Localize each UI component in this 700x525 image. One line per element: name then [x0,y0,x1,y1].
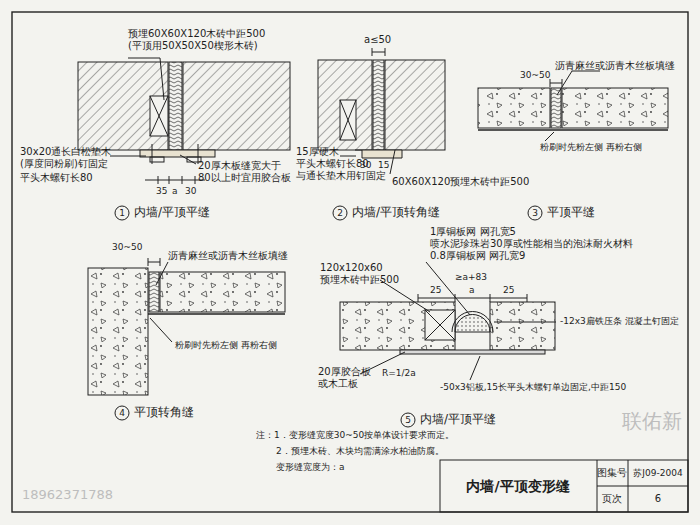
table-cell: 苏J09-2004 [633,469,682,478]
part-label: 15厚硬木 [296,146,339,158]
part-label: 0.8厚铜板网 网孔宽9 [430,250,525,262]
part-label: 20厚木板缝宽大于 [198,160,281,172]
table-cell: 图集号 [597,468,627,478]
dimension: ≥a+83 [455,272,487,282]
part-label: (厚度同粉刷)钉固定 [20,158,108,170]
dimension: 35 [156,186,167,196]
detail-caption: 内墙/平顶平缝 [420,413,496,427]
dimension: 25 [503,285,514,295]
note: 注：1．变形缝宽度30~50按单体设计要求而定。 [256,430,454,440]
part-label: 80以上时宜用胶合板 [198,172,291,184]
part-label: 平头木螺钉长80 [296,158,369,170]
dimension: R=1/2a [382,368,416,378]
detail-2 [318,48,445,220]
part-label: 粉刷时先粉左侧 再粉右侧 [540,142,642,152]
table-cell: 页次 [602,494,622,504]
detail-5 [340,262,556,427]
callout-number: 2 [337,209,343,218]
part-label: 120x120x60 [320,262,383,274]
page-frame [12,12,688,512]
dimension: 25 [430,285,441,295]
callout-number: 1 [119,209,125,218]
dimension: 30~50 [520,70,550,80]
part-label: 60X60X120预埋木砖中距500 [392,176,529,188]
callout-number: 4 [119,409,125,418]
detail-3 [478,71,668,220]
note: 变形缝宽度为：a [276,462,345,472]
part-label: 或木工板 [318,378,358,390]
dimension: a≤50 [364,34,391,46]
detail-caption: 内墙/平顶平缝 [134,206,210,220]
detail-caption: 平顶平缝 [547,206,595,220]
dimension: a [469,285,475,295]
table-cell: 6 [655,494,661,504]
detail-caption: 内墙/平顶转角缝 [352,206,440,220]
part-label: 预埋木砖中距500 [320,274,399,286]
part-label: 粉刷时先粉左侧 再粉右侧 [175,340,277,350]
drawing-title: 内墙/平顶变形缝 [466,479,569,493]
part-label: 沥青麻丝或沥青木丝板填缝 [555,60,675,72]
part-label: 平头木螺钉长80 [20,172,93,184]
part-label: 沥青麻丝或沥青木丝板填缝 [168,250,288,262]
part-label: (平顶用50X50X50楔形木砖) [128,40,258,52]
title-block [440,460,688,512]
part-label: -50x3铝板,15长平头木螺钉单边固定,中距150 [440,382,626,392]
dimension: a [172,186,178,196]
part-label: 预埋60X60X120木砖中距500 [128,28,265,40]
watermark: 18962371788 [22,488,113,503]
dimension: 30 [360,160,371,170]
note: 2．预埋木砖、木块均需满涂水柏油防腐。 [276,446,444,456]
part-label: -12x3扁铁压条 混凝土钉固定 [560,316,679,326]
part-label: 30x20通长白松垫木 [20,146,111,158]
dimension: 30~50 [112,242,142,252]
detail-1 [78,58,290,220]
detail-caption: 平顶转角缝 [134,406,194,420]
watermark: 联佑新 [622,410,682,433]
part-label: 喷水泥珍珠岩30厚或性能相当的泡沫耐火材料 [430,238,633,250]
dimension: 15 [378,160,389,170]
dimension: 30 [185,186,196,196]
callout-number: 5 [405,416,411,425]
detail-4 [88,258,285,420]
callout-number: 3 [532,209,538,218]
part-label: 20厚胶合板 [318,366,371,378]
part-label: 1厚铜板网 网孔宽5 [430,226,516,238]
part-label: 与通长垫木用钉固定 [296,170,386,182]
